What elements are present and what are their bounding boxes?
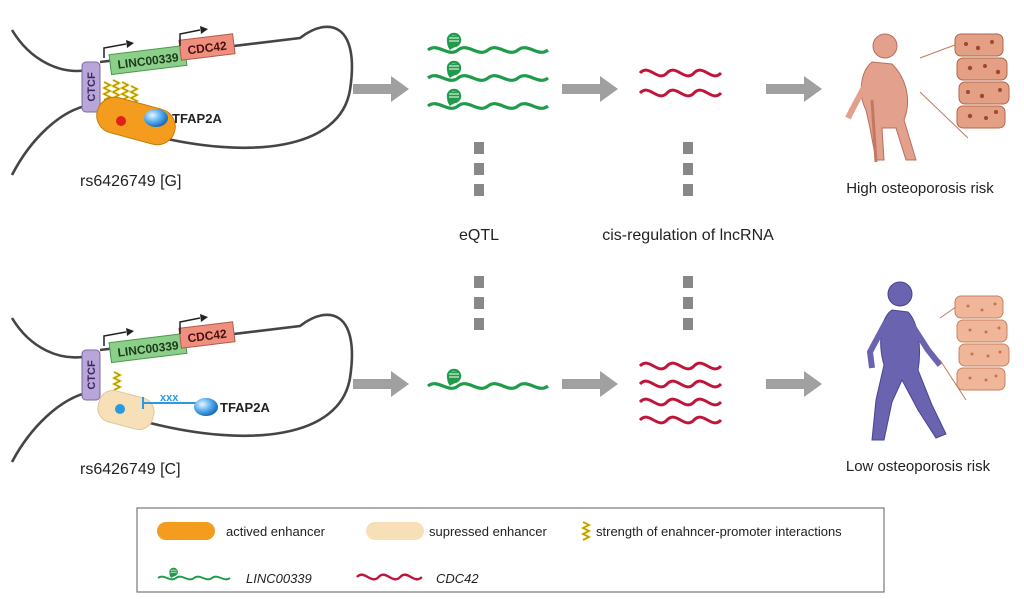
legend-cdc-label: CDC42 — [436, 571, 479, 586]
bottom-snp-dot — [115, 404, 125, 414]
top-linc-gene-box: LINC00339 — [108, 44, 188, 76]
legend-active-swatch — [157, 522, 215, 540]
eqtl-label: eQTL — [459, 227, 499, 244]
bottom-arrow-2 — [562, 371, 618, 397]
top-arrow-1 — [353, 76, 409, 102]
top-chromatin-strand-upper — [10, 29, 89, 73]
top-arrow-2 — [562, 76, 618, 102]
bottom-suppressed-enhancer — [97, 389, 155, 431]
spine-high-risk-icon — [919, 33, 1010, 139]
top-snp-dot — [116, 116, 126, 126]
bottom-ctcf-box: CTCF — [81, 349, 101, 401]
high-risk-label: High osteoporosis risk — [846, 180, 994, 197]
svg-text:xxx: xxx — [160, 392, 179, 404]
bottom-cdc-rna-high — [638, 361, 723, 425]
bottom-cdc-label: CDC42 — [187, 327, 228, 346]
top-ctcf-box: CTCF — [81, 61, 101, 113]
bottom-chromatin-strand-lower — [10, 390, 91, 463]
bottom-linc-rna-low — [426, 368, 550, 390]
legend-active-label: actived enhancer — [226, 524, 326, 539]
bottom-interaction-strength-icon — [112, 370, 122, 392]
top-arrow-3 — [766, 76, 822, 102]
eqtl-dash-top — [474, 142, 484, 196]
cis-regulation-label: cis-regulation of lncRNA — [602, 227, 774, 244]
top-snp-label: rs6426749 [G] — [80, 173, 181, 190]
top-cdc-rna-low — [638, 68, 723, 98]
cis-dash-top — [683, 142, 693, 196]
top-promoter-arrow-2 — [179, 26, 208, 46]
top-chromatin-strand-lower — [10, 103, 91, 176]
top-tfap2a-icon — [144, 109, 168, 127]
spine-low-risk-icon — [939, 295, 1010, 401]
top-promoter-arrow-1 — [103, 40, 134, 58]
bottom-tfap2a-icon — [194, 398, 218, 416]
low-risk-label: Low osteoporosis risk — [846, 458, 991, 475]
legend-strength-label: strength of enahncer-promoter interactio… — [596, 524, 842, 539]
eqtl-dash-bottom — [474, 276, 484, 330]
bottom-arrow-1 — [353, 371, 409, 397]
bottom-tfap2a-label: TFAP2A — [220, 400, 270, 415]
bottom-arrow-3 — [766, 371, 822, 397]
bottom-chromatin-strand-upper — [10, 317, 89, 359]
bottom-linc-gene-box: LINC00339 — [108, 332, 188, 364]
bottom-promoter-arrow-2 — [179, 314, 208, 334]
bottom-snp-label: rs6426749 [C] — [80, 461, 181, 478]
top-tfap2a-label: TFAP2A — [172, 111, 222, 126]
legend-box — [136, 507, 885, 593]
walking-person-icon — [866, 281, 947, 441]
bottom-promoter-arrow-1 — [103, 328, 134, 346]
bottom-ctcf-label: CTCF — [86, 360, 98, 390]
legend-linc-label: LINC00339 — [246, 571, 312, 586]
cis-dash-bottom — [683, 276, 693, 330]
top-cdc-label: CDC42 — [187, 39, 228, 58]
legend-suppressed-swatch — [366, 522, 424, 540]
elderly-person-icon — [845, 33, 917, 163]
top-linc-rna-high — [426, 32, 550, 110]
bottom-cdc-gene-box: CDC42 — [178, 321, 236, 349]
top-ctcf-label: CTCF — [86, 72, 98, 102]
bottom-chromatin-loop-path — [99, 313, 354, 438]
bottom-blocked-binding-icon: xxx — [142, 392, 196, 409]
legend: actived enhancer supressed enhancer stre… — [136, 507, 885, 593]
top-chromatin-loop-path — [99, 25, 354, 150]
bottom-chromatin-loop: CTCF LINC00339 CDC42 xxx TFAP2A — [10, 313, 354, 478]
legend-suppressed-label: supressed enhancer — [429, 524, 547, 539]
top-cdc-gene-box: CDC42 — [178, 33, 236, 61]
top-chromatin-loop: CTCF LINC00339 CDC42 TFAP2A rs6426749 [G — [10, 25, 354, 190]
